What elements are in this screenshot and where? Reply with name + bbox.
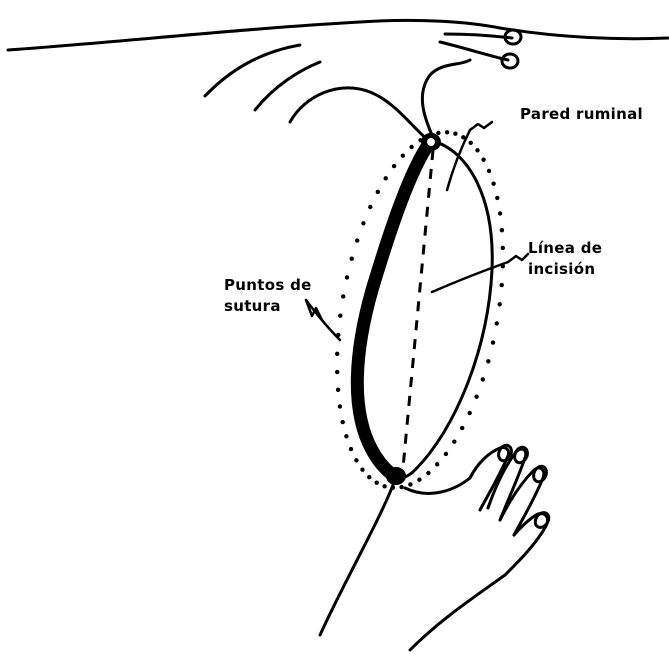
suture-dot xyxy=(460,426,464,430)
suture-dot xyxy=(445,130,449,134)
suture-dot xyxy=(495,321,499,325)
suture-knot-bottom xyxy=(386,467,406,485)
suture-dot xyxy=(376,190,380,194)
suture-dot xyxy=(486,359,490,363)
suture-dot xyxy=(375,481,379,485)
suture-dot xyxy=(468,411,472,415)
suture-dot xyxy=(495,196,499,200)
suture-dot xyxy=(491,340,495,344)
suture-dot xyxy=(401,154,405,158)
suture-dot xyxy=(335,352,339,356)
suture-dot xyxy=(350,257,354,261)
suture-dot xyxy=(336,388,340,392)
suture-dot xyxy=(338,404,342,408)
suture-dot xyxy=(382,484,386,488)
suture-dot xyxy=(355,238,359,242)
label-puntos-line2: sutura xyxy=(224,296,312,317)
label-pared-ruminal-text: Pared ruminal xyxy=(520,105,643,123)
label-puntos-line1: Puntos de xyxy=(224,275,312,296)
suture-dot xyxy=(453,132,457,136)
suture-dot xyxy=(341,420,345,424)
suture-dot xyxy=(501,246,505,250)
suture-dot xyxy=(418,138,422,142)
suture-dot xyxy=(427,133,431,137)
pointer-pared-ruminal xyxy=(447,130,470,190)
suture-dot xyxy=(409,145,413,149)
body-surface-line xyxy=(8,20,668,50)
suture-dot xyxy=(435,462,439,466)
suture-dot xyxy=(338,314,342,318)
suture-dot xyxy=(469,141,473,145)
suture-dot xyxy=(361,221,365,225)
label-pared-ruminal: Pared ruminal xyxy=(520,104,643,125)
suture-dot xyxy=(349,447,353,451)
suture-dot xyxy=(341,294,345,298)
label-linea-line2: incisión xyxy=(528,259,602,280)
pointer-linea-incision xyxy=(432,262,508,292)
suture-dot xyxy=(360,468,364,472)
suture-dot xyxy=(481,158,485,162)
suture-dot xyxy=(335,370,339,374)
suture-dot xyxy=(408,482,412,486)
suture-dot xyxy=(474,395,478,399)
suture-thread-left xyxy=(290,88,430,142)
suture-dot xyxy=(475,148,479,152)
suture-dot xyxy=(491,182,495,186)
suture-dot xyxy=(367,475,371,479)
label-puntos-de-sutura: Puntos de sutura xyxy=(224,275,312,317)
suture-dot xyxy=(354,458,358,462)
suture-thread-right xyxy=(422,60,470,142)
suture-dot xyxy=(399,485,403,489)
suture-dot xyxy=(500,283,504,287)
suture-dot xyxy=(487,169,491,173)
suture-dot xyxy=(426,471,430,475)
suture-dot xyxy=(452,440,456,444)
suture-dot xyxy=(444,452,448,456)
suture-dot xyxy=(436,131,440,135)
upper-hand xyxy=(205,30,521,110)
suture-dot xyxy=(368,205,372,209)
suture-dot xyxy=(498,211,502,215)
suture-dot xyxy=(345,275,349,279)
lower-hand xyxy=(320,443,552,650)
label-linea-line1: Línea de xyxy=(528,238,602,259)
suture-dot xyxy=(481,377,485,381)
suture-dot xyxy=(417,478,421,482)
suture-dot xyxy=(500,228,504,232)
suture-dot xyxy=(392,164,396,168)
suture-dot xyxy=(384,176,388,180)
label-linea-de-incision: Línea de incisión xyxy=(528,238,602,280)
suture-dot xyxy=(498,302,502,306)
suture-dot xyxy=(344,434,348,438)
